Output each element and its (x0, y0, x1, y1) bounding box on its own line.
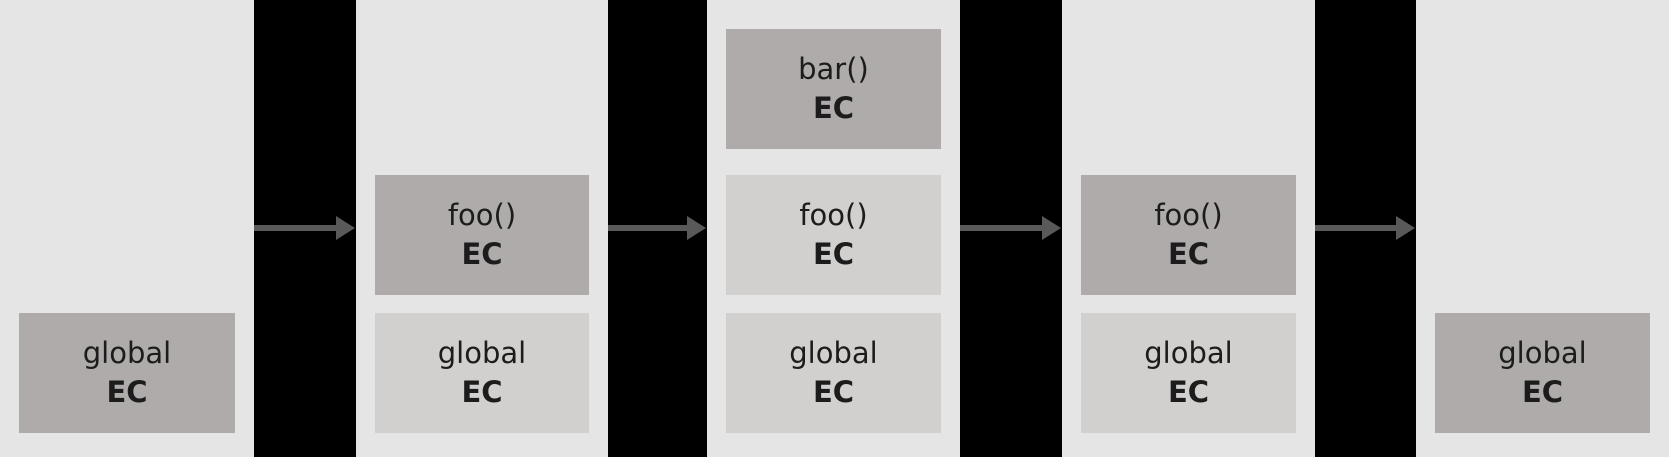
ec-box-foo: foo() EC (1081, 175, 1296, 295)
ec-label: EC (106, 375, 148, 409)
ec-box-foo: foo() EC (375, 175, 589, 295)
arrow-shaft (960, 225, 1045, 231)
ec-label: EC (812, 91, 855, 125)
arrow-shaft (1315, 225, 1399, 231)
ec-box-global: global EC (19, 313, 235, 433)
ec-label: EC (461, 237, 503, 271)
stack-panel-4: foo() EC global EC (1062, 0, 1315, 457)
ec-label: EC (1521, 375, 1564, 409)
right-arrow-icon (254, 208, 356, 248)
ec-box-bar: bar() EC (726, 29, 941, 149)
function-name-label: foo() (799, 198, 868, 232)
right-arrow-icon (608, 208, 707, 248)
ec-label: EC (812, 375, 855, 409)
function-name-label: global (1498, 336, 1587, 370)
function-name-label: global (437, 336, 527, 370)
ec-box-global: global EC (1435, 313, 1650, 433)
right-arrow-icon (960, 208, 1062, 248)
arrow-head (1042, 216, 1061, 240)
ec-label: EC (1167, 237, 1210, 271)
function-name-label: global (1144, 336, 1233, 370)
arrow-head (687, 216, 706, 240)
function-name-label: foo() (447, 198, 517, 232)
ec-box-global: global EC (375, 313, 589, 433)
stack-panel-5: global EC (1416, 0, 1669, 457)
function-name-label: bar() (798, 52, 869, 86)
ec-box-global: global EC (1081, 313, 1296, 433)
stack-panel-2: foo() EC global EC (356, 0, 608, 457)
arrow-shaft (254, 225, 339, 231)
ec-box-foo: foo() EC (726, 175, 941, 295)
right-arrow-icon (1315, 208, 1416, 248)
arrow-shaft (608, 225, 690, 231)
function-name-label: global (82, 336, 172, 370)
arrow-head (336, 216, 355, 240)
ec-label: EC (1167, 375, 1210, 409)
ec-label: EC (461, 375, 503, 409)
function-name-label: global (789, 336, 878, 370)
ec-label: EC (812, 237, 855, 271)
arrow-head (1396, 216, 1415, 240)
ec-box-global: global EC (726, 313, 941, 433)
stack-panel-3: bar() EC foo() EC global EC (707, 0, 960, 457)
stack-panel-1: global EC (0, 0, 254, 457)
function-name-label: foo() (1154, 198, 1223, 232)
